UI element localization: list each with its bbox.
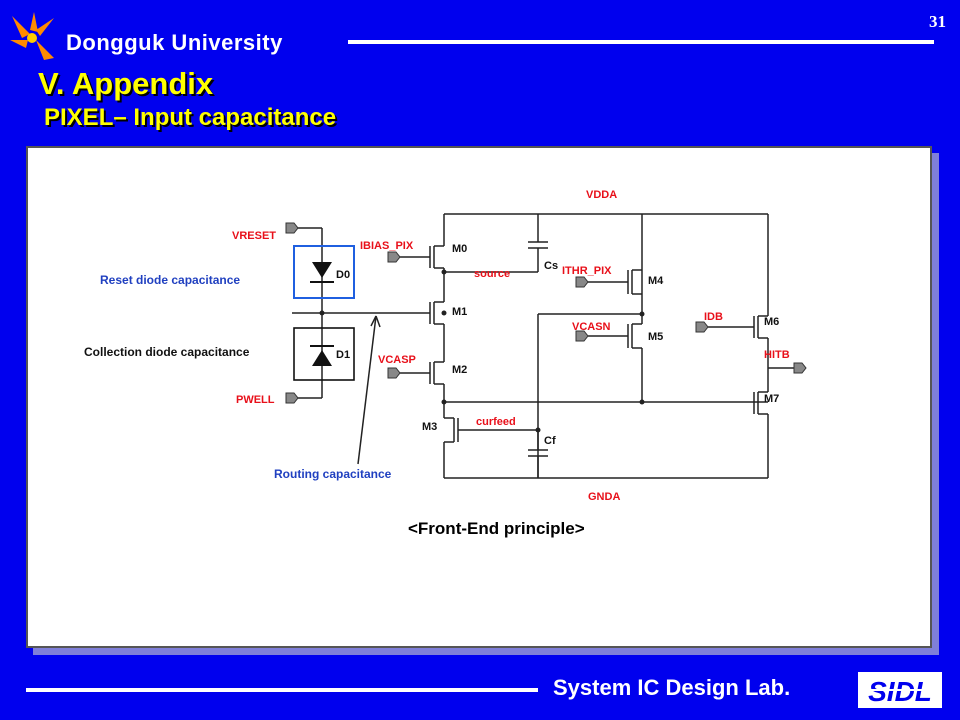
- net-idb: IDB: [704, 311, 723, 323]
- diode-d0-icon: [310, 262, 334, 283]
- label-m7: M7: [764, 393, 779, 405]
- annotation-routing: Routing capacitance: [274, 467, 392, 481]
- header-rule: [348, 40, 934, 44]
- net-gnda: GNDA: [588, 491, 620, 503]
- label-cs: Cs: [544, 260, 558, 272]
- slide-subtitle: PIXEL– Input capacitance: [44, 104, 337, 131]
- collection-diode-highlight: [293, 327, 355, 381]
- content-panel: VDDA GNDA VRESET PWELL IBIAS_PIX VCASP I…: [26, 146, 932, 648]
- net-curfeed: curfeed: [476, 416, 516, 428]
- net-vdda: VDDA: [586, 189, 617, 201]
- label-d0: D0: [336, 269, 350, 281]
- label-m4: M4: [648, 275, 664, 287]
- annotation-reset-diode: Reset diode capacitance: [100, 273, 240, 287]
- label-m0: M0: [452, 243, 467, 255]
- university-name: Dongguk University: [66, 30, 283, 55]
- label-m6: M6: [764, 316, 779, 328]
- footer-rule: [26, 688, 538, 692]
- reset-diode-highlight: [293, 245, 355, 299]
- sidl-logo-text: SIDL: [868, 676, 932, 707]
- label-m5: M5: [648, 331, 663, 343]
- net-source: source: [474, 268, 510, 280]
- slide-title: V. Appendix: [38, 66, 214, 101]
- annotation-collection-diode: Collection diode capacitance: [84, 345, 250, 359]
- net-ibias-pix: IBIAS_PIX: [360, 240, 414, 252]
- page-number: 31: [929, 12, 946, 31]
- label-m3: M3: [422, 421, 437, 433]
- net-vcasp: VCASP: [378, 354, 416, 366]
- lab-name: System IC Design Lab.: [553, 675, 791, 700]
- diode-d1-icon: [310, 345, 334, 366]
- net-pwell: PWELL: [236, 394, 275, 406]
- net-vcasn: VCASN: [572, 321, 611, 333]
- sidl-logo-icon: SIDL: [858, 670, 942, 717]
- net-vreset: VRESET: [232, 230, 276, 242]
- net-ithr-pix: ITHR_PIX: [562, 265, 612, 277]
- diagram-caption: <Front-End principle>: [408, 519, 585, 538]
- net-hitb: HITB: [764, 349, 790, 361]
- university-logo-icon: [8, 10, 58, 67]
- label-cf: Cf: [544, 435, 556, 447]
- front-end-schematic: VDDA GNDA VRESET PWELL IBIAS_PIX VCASP I…: [84, 189, 807, 538]
- label-m2: M2: [452, 364, 467, 376]
- label-m1: M1: [452, 306, 467, 318]
- label-d1: D1: [336, 349, 350, 361]
